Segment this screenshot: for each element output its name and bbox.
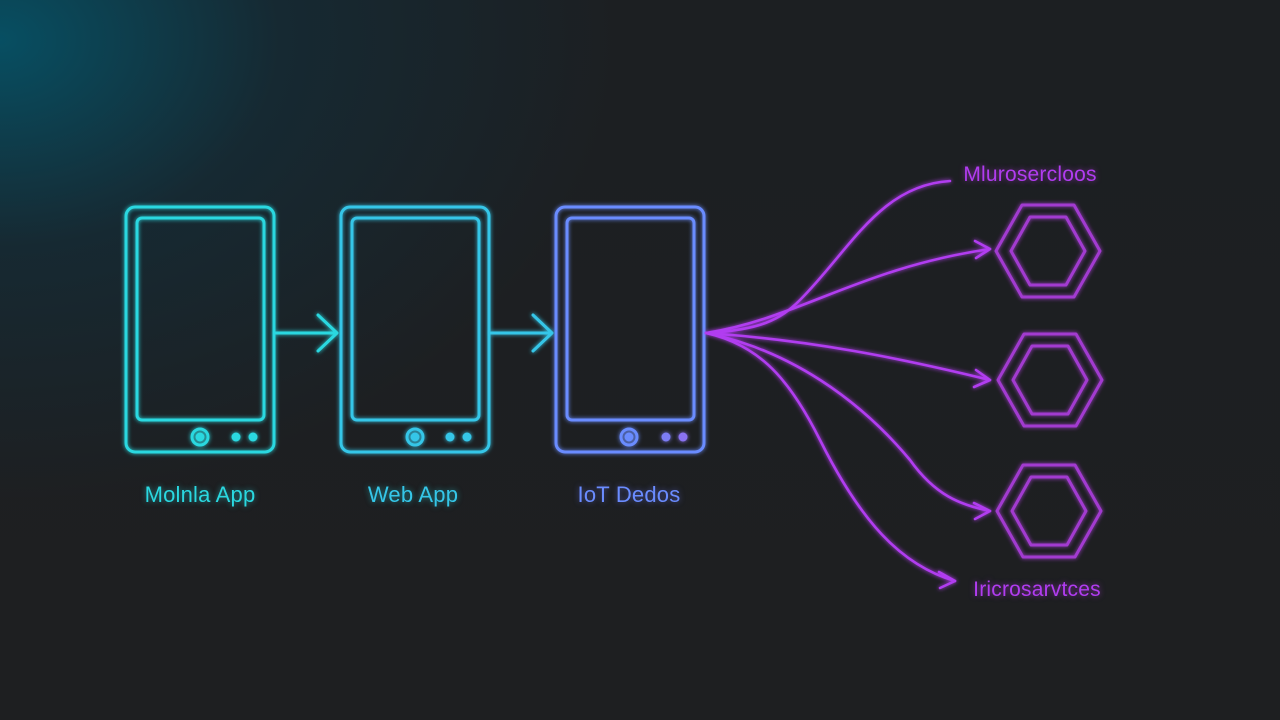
iot-device-icon [554,205,706,454]
arrowhead-hexagon-3 [972,501,992,521]
connector-to-hexagon-1 [704,247,992,335]
arrowhead-hexagon-1 [973,239,992,260]
connector-to-top-label [704,179,952,335]
hexagon-icon [995,463,1103,559]
mobile-app-label: Molnla App [144,482,256,507]
hexagon-icon [994,203,1102,299]
arrowhead-hexagon-2 [972,368,992,389]
arrow-mobile-to-web [274,313,339,353]
arrowhead-bottom-label [937,570,957,590]
microservices-top-label: Mlurosercloos [963,163,1097,186]
web-app-device-icon [339,205,491,454]
connector-to-hexagon-3 [704,331,992,513]
mobile-app-device-icon [124,205,276,454]
web-app-label: Web App [367,482,459,507]
microservices-bottom-label: Iricrosarvtces [973,578,1101,601]
iot-devices-label: IoT Dedos [577,482,681,507]
fanout-connectors [704,179,992,590]
connector-to-bottom-label [704,331,957,583]
arrow-web-to-iot [489,313,554,353]
connector-to-hexagon-2 [704,331,992,382]
hexagon-icon [996,332,1104,428]
